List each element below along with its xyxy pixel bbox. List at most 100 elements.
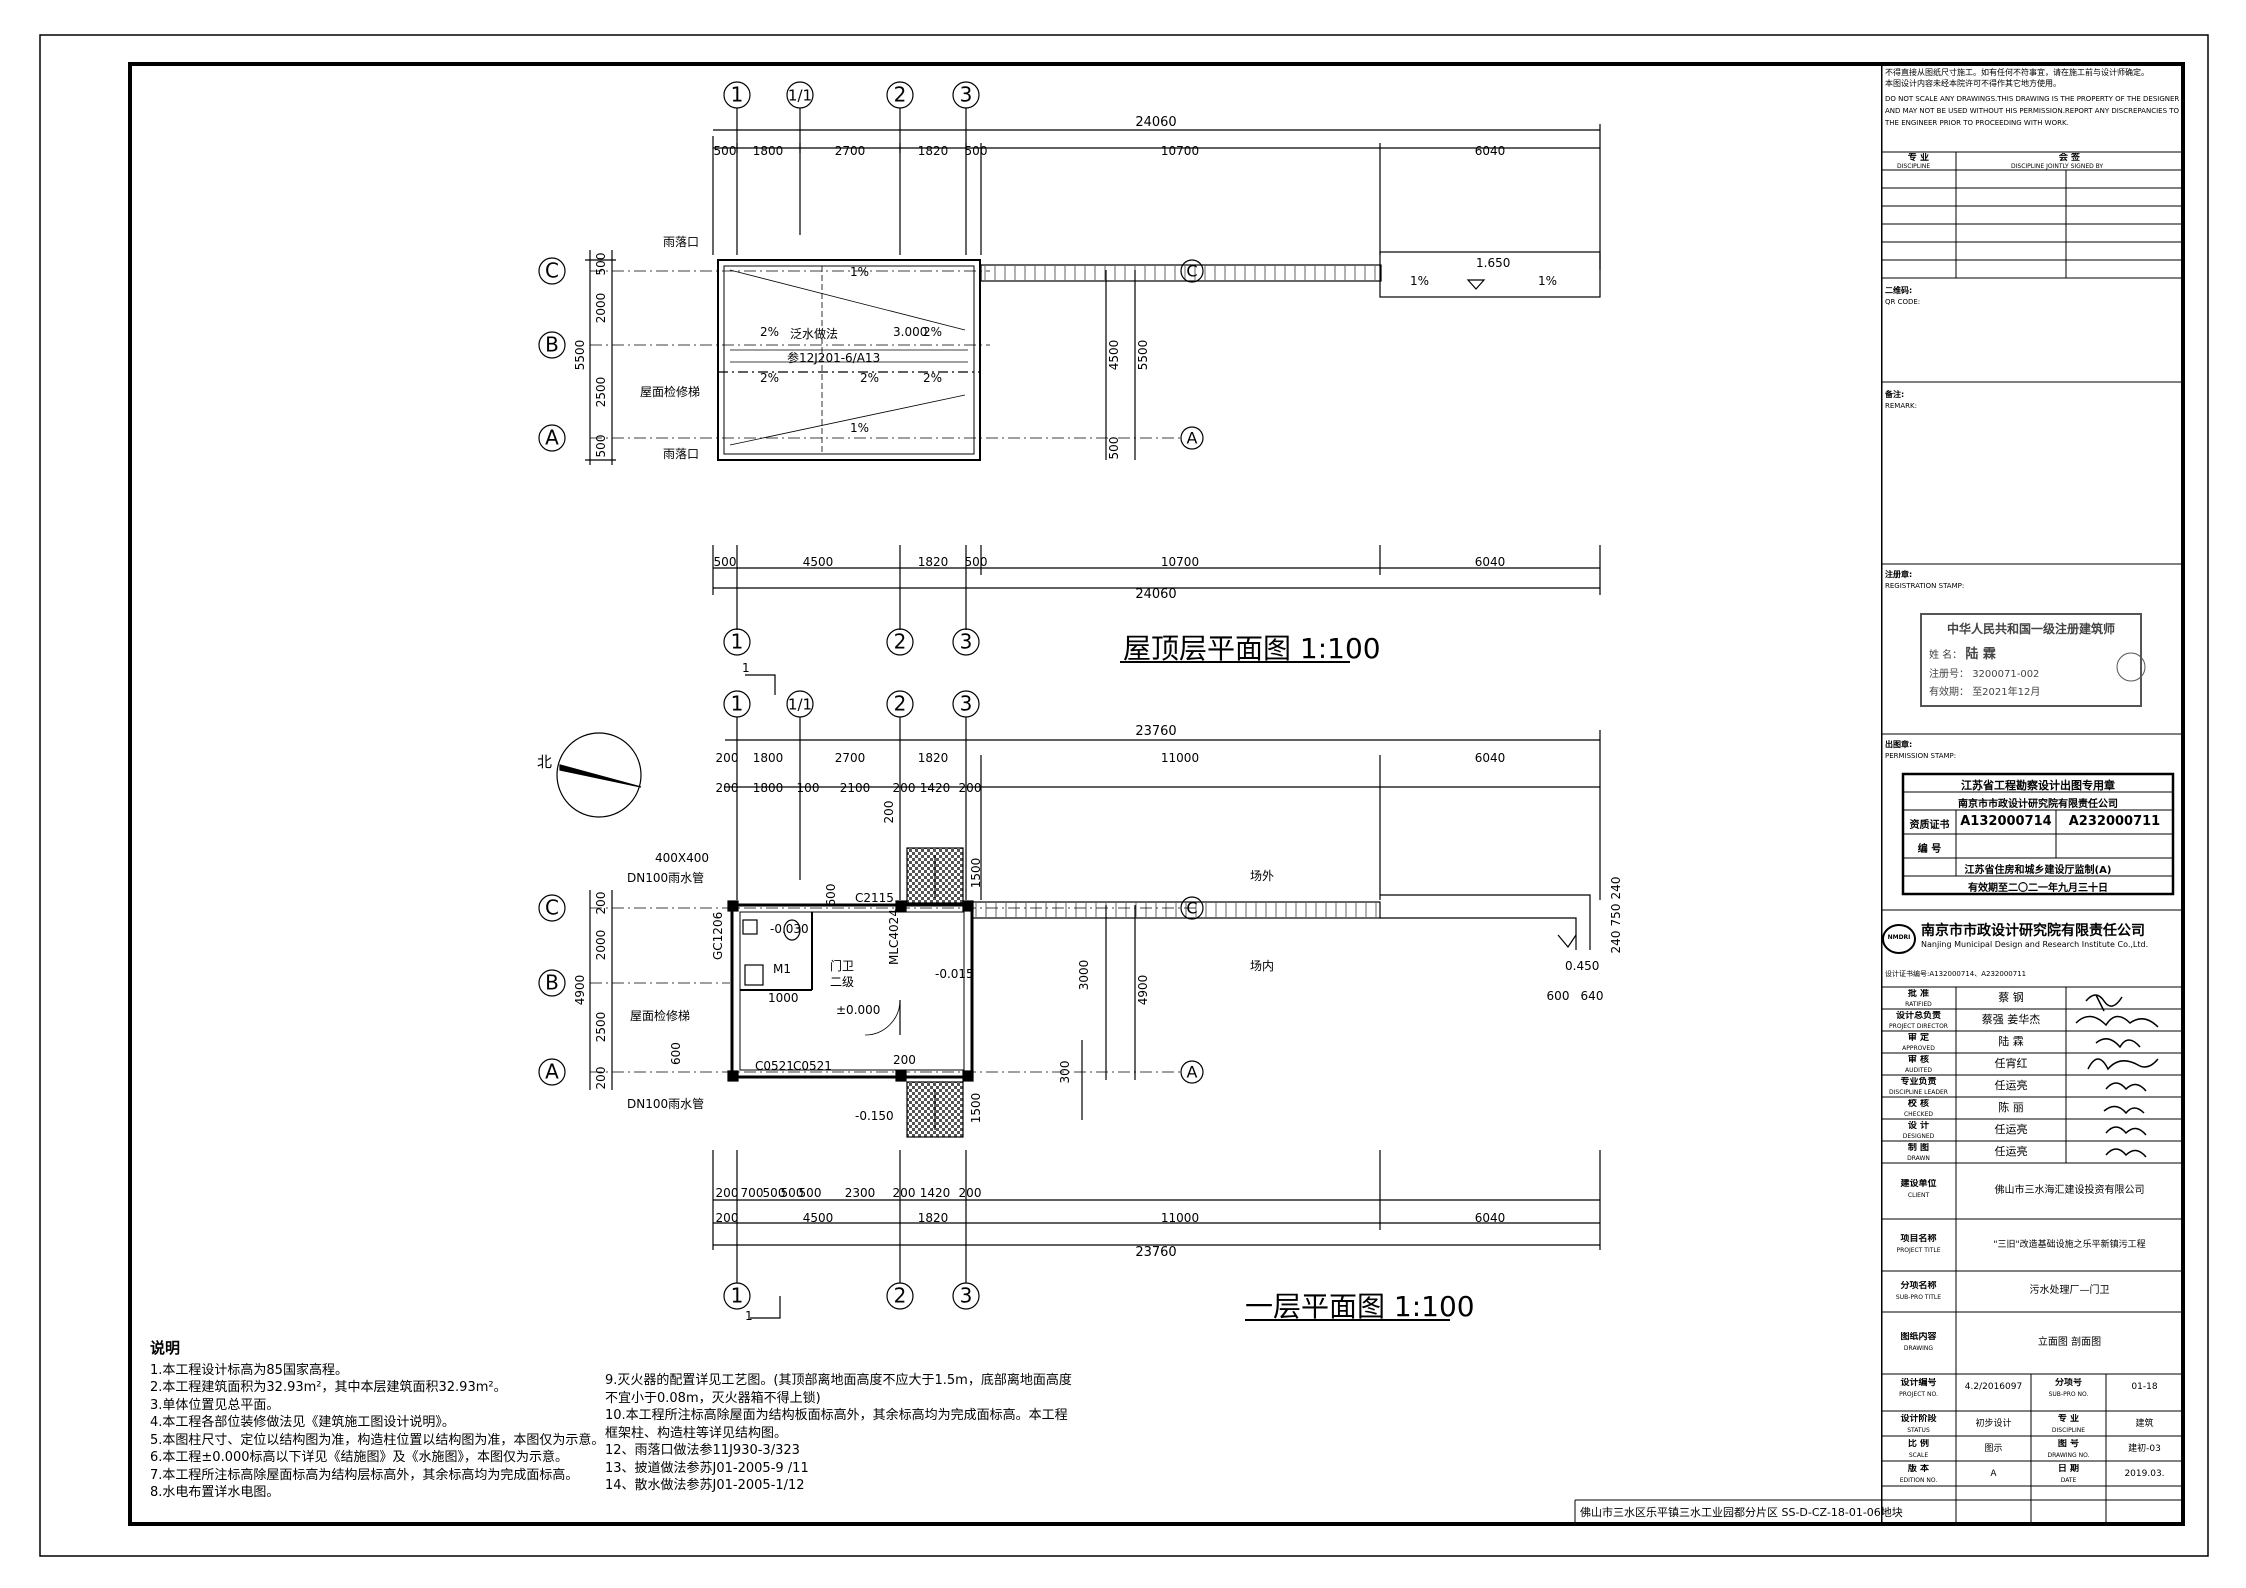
label-door-mlc: MLC4024 bbox=[887, 909, 901, 965]
note-line: 不宜小于0.08m，灭火器箱不得上锁) bbox=[605, 1390, 821, 1406]
design-stamp-line2: 南京市市政设计研究院有限责任公司 bbox=[1958, 799, 2118, 810]
ground-dim-bottom2: 4500 bbox=[803, 1211, 834, 1225]
meta-subno-en: SUB-PRO NO. bbox=[2048, 1391, 2089, 1398]
roof-dim-left: 2000 bbox=[594, 293, 608, 324]
design-stamp-cert2: A232000711 bbox=[2068, 814, 2161, 829]
label-dim-600: 600 bbox=[669, 1042, 683, 1065]
ground-dim-bottom1: 200 bbox=[893, 1186, 916, 1200]
ground-dim-mid: 3000 bbox=[1077, 960, 1091, 991]
ground-dim-bottom1: 500 bbox=[781, 1186, 804, 1200]
roof-grid-label-C: C bbox=[545, 259, 559, 283]
label-door-m1: M1 bbox=[773, 962, 791, 976]
label-elev-wc: -0.030 bbox=[770, 922, 809, 936]
ground-dim-bottom2: 11000 bbox=[1161, 1211, 1199, 1225]
note-line: 7.本工程所注标高除屋面标高为结构层标高外，其余标高均为完成面标高。 bbox=[150, 1467, 579, 1483]
roof-grid-label-C-right: C bbox=[1186, 262, 1197, 281]
permit-en: PERMISSION STAMP: bbox=[1885, 752, 1957, 760]
roof-dim-top: 1820 bbox=[918, 144, 949, 158]
ground-dim-mid: 200 bbox=[882, 801, 896, 824]
subpro-name: 污水处理厂—门卫 bbox=[2029, 1285, 2110, 1296]
meta-discipline-en: DISCIPLINE bbox=[2051, 1427, 2086, 1434]
disclaimer-cn-1: 不得直接从图纸尺寸施工。如有任何不符事宜，请在施工前与设计师确定。 bbox=[1885, 68, 2149, 77]
note-line: 框架柱、构造柱等详见结构图。 bbox=[605, 1425, 788, 1441]
roof-slope: 2% bbox=[760, 371, 779, 385]
label-window-gc1206: GC1206 bbox=[711, 912, 725, 960]
roof-grid-bubbles-top bbox=[723, 81, 980, 255]
roof-slope: 1% bbox=[850, 265, 869, 279]
label-inside: 场内 bbox=[1250, 959, 1274, 973]
roof-dim-mid: 4500 bbox=[1107, 340, 1121, 371]
ground-dim-bottom2: 6040 bbox=[1475, 1211, 1506, 1225]
roof-dim-bottom: 1820 bbox=[918, 555, 949, 569]
general-notes: 说明 1.本工程设计标高为85国家高程。 2.本工程建筑面积为32.93m²，其… bbox=[150, 1339, 604, 1502]
permit-cn: 出图章: bbox=[1885, 740, 1913, 749]
meta-scale: 图示 bbox=[1984, 1444, 2003, 1454]
roof-dim-top: 2700 bbox=[835, 144, 866, 158]
drawing-label: 图纸内容 bbox=[1900, 1332, 1937, 1342]
ground-dim-mid: 300 bbox=[1058, 1061, 1072, 1084]
roof-dim-left: 500 bbox=[594, 253, 608, 276]
role-director: 设计总负责 bbox=[1895, 1011, 1941, 1021]
ground-dim-left: 2000 bbox=[594, 930, 608, 961]
ground-dim-bottom1: 700 bbox=[741, 1186, 764, 1200]
roof-dim-bottom: 500 bbox=[965, 555, 988, 569]
discipline-en: DISCIPLINE bbox=[1897, 163, 1931, 170]
meta-projno-label: 设计编号 bbox=[1900, 1378, 1937, 1388]
roof-grid-label-A: A bbox=[545, 426, 559, 450]
label-room-grade: 二级 bbox=[830, 975, 854, 989]
note-line: 2.本工程建筑面积为32.93m²，其中本层建筑面积32.93m²。 bbox=[150, 1380, 507, 1395]
ground-grid-label-2: 2 bbox=[894, 692, 907, 716]
stamp-name: 陆 霖 bbox=[1965, 647, 1996, 662]
role-ratified-name: 蔡 钢 bbox=[1998, 991, 2024, 1004]
design-stamp-no-label: 编 号 bbox=[1917, 844, 1942, 855]
roof-label-ref: 参12J201-6/A13 bbox=[787, 350, 880, 365]
roof-dim-top: 6040 bbox=[1475, 144, 1506, 158]
note-line: 13、披道做法参苏J01-2005-9 /11 bbox=[605, 1460, 809, 1476]
stamp-title: 中华人民共和国一级注册建筑师 bbox=[1946, 622, 2115, 636]
ground-dim-total: 23760 bbox=[1135, 724, 1176, 739]
roof-dim-mid: 5500 bbox=[1136, 340, 1150, 371]
ground-dim-top2: 100 bbox=[797, 781, 820, 795]
meta-edition-en: EDITION NO. bbox=[1899, 1477, 1938, 1484]
meta-status-en: STATUS bbox=[1907, 1427, 1930, 1434]
label-outside: 场外 bbox=[1250, 869, 1274, 883]
meta-scale-en: SCALE bbox=[1908, 1452, 1929, 1459]
label-elev-low: -0.150 bbox=[855, 1109, 894, 1123]
meta-projno: 4.2/2016097 bbox=[1964, 1382, 2023, 1392]
project-label-en: PROJECT TITLE bbox=[1896, 1247, 1941, 1254]
ground-dim-mid: 1500 bbox=[969, 1093, 983, 1124]
ground-grid-label-C: C bbox=[545, 896, 559, 920]
ground-dim-bottom1: 200 bbox=[959, 1186, 982, 1200]
roof-dim-bottom: 10700 bbox=[1161, 555, 1199, 569]
role-drawn: 制 图 bbox=[1907, 1143, 1930, 1153]
roof-dim-top: 500 bbox=[714, 144, 737, 158]
role-audited: 审 核 bbox=[1907, 1055, 1930, 1065]
ground-grid-label-C-right: C bbox=[1186, 899, 1197, 918]
ground-grid-label-A-right: A bbox=[1187, 1063, 1198, 1082]
company-name-en: Nanjing Municipal Design and Research In… bbox=[1921, 940, 2149, 949]
roof-grid-label-2-bottom: 2 bbox=[894, 630, 907, 654]
client-label: 建设单位 bbox=[1900, 1179, 1937, 1189]
role-approved-en: APPROVED bbox=[1902, 1045, 1935, 1052]
meta-status: 初步设计 bbox=[1975, 1419, 2012, 1429]
signatures bbox=[2075, 994, 2159, 1158]
meta-subno-label: 分项号 bbox=[2054, 1378, 2082, 1388]
section-mark-top: 1 bbox=[742, 661, 750, 675]
cosign-en: DISCIPLINE JOINTLY SIGNED BY bbox=[2011, 163, 2104, 170]
role-leader-en: DISCIPLINE LEADER bbox=[1889, 1089, 1948, 1096]
ground-plan-title: 一层平面图 1:100 bbox=[1245, 1290, 1475, 1323]
roof-grid-label-1: 1 bbox=[731, 83, 744, 107]
roof-dim-bottom: 4500 bbox=[803, 555, 834, 569]
role-ratified: 批 准 bbox=[1907, 989, 1930, 999]
label-room: 门卫 bbox=[830, 958, 854, 973]
label-dim-1000: 1000 bbox=[768, 991, 799, 1005]
meta-drawno-en: DRAWING NO. bbox=[2047, 1452, 2090, 1459]
stamp-valid: 至2021年12月 bbox=[1972, 687, 2041, 698]
roof-slope: 2% bbox=[860, 371, 879, 385]
roof-plan-title: 屋顶层平面图 1:100 bbox=[1123, 632, 1381, 665]
ground-grid-label-3: 3 bbox=[960, 692, 973, 716]
notes-heading: 说明 bbox=[150, 1339, 181, 1357]
note-line: 8.水电布置详水电图。 bbox=[150, 1485, 280, 1500]
roof-grid-label-3-bottom: 3 bbox=[960, 630, 973, 654]
note-line: 10.本工程所注标高除屋面为结构板面标高外，其余标高均为完成面标高。本工程 bbox=[605, 1408, 1068, 1423]
